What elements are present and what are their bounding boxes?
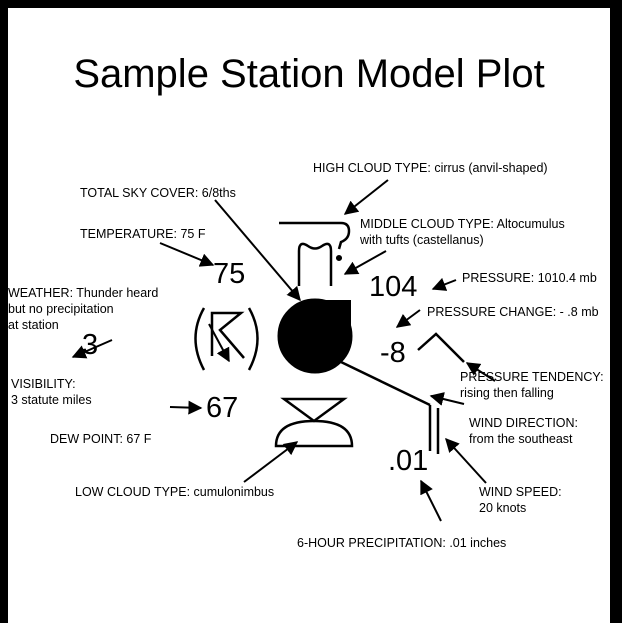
arrow-middle-cloud: [343, 250, 387, 275]
arrow-weather: [208, 323, 230, 363]
label-precip: 6-HOUR PRECIPITATION: .01 inches: [297, 536, 507, 550]
value-dew-point: 67: [206, 392, 239, 424]
pressure-tendency-symbol: [417, 332, 465, 363]
label-weather-1: WEATHER: Thunder heard: [8, 286, 159, 300]
label-dew-point: DEW POINT: 67 F: [50, 432, 152, 446]
value-pressure: 104: [369, 271, 418, 303]
value-precip: .01: [388, 445, 429, 477]
arrow-weather-visibility: [71, 339, 113, 359]
label-visibility-2: 3 statute miles: [11, 393, 92, 407]
label-middle-cloud-2: with tufts (castellanus): [360, 233, 484, 247]
label-high-cloud: HIGH CLOUD TYPE: cirrus (anvil-shaped): [313, 161, 548, 175]
label-weather-3: at station: [8, 318, 59, 332]
wind-barb: [340, 360, 440, 454]
diagram-canvas: Sample Station Model Plot: [8, 8, 610, 623]
label-pressure: PRESSURE: 1010.4 mb: [462, 271, 597, 285]
weather-symbol: [194, 307, 259, 371]
arrow-pressure-tendency: [465, 362, 496, 382]
arrow-wind-speed: [445, 437, 487, 484]
label-temperature: TEMPERATURE: 75 F: [80, 227, 206, 241]
label-total-sky-cover: TOTAL SKY COVER: 6/8ths: [80, 186, 236, 200]
label-weather-2: but no precipitation: [8, 302, 114, 316]
label-pressure-change: PRESSURE CHANGE: - .8 mb: [427, 305, 599, 319]
arrow-low-cloud: [243, 441, 299, 483]
page-title: Sample Station Model Plot: [73, 52, 545, 96]
arrow-dew-point: [169, 400, 203, 415]
arrow-pressure-change: [395, 309, 421, 328]
sky-cover-quadrant: [315, 300, 351, 336]
leader-arrows: [71, 179, 496, 522]
label-visibility-1: VISIBILITY:: [11, 377, 76, 391]
arrow-precip: [420, 479, 442, 522]
middle-cloud-symbol: [297, 242, 333, 286]
value-temperature: 75: [213, 258, 246, 290]
label-low-cloud: LOW CLOUD TYPE: cumulonimbus: [75, 485, 275, 499]
label-wind-speed-2: 20 knots: [479, 501, 527, 515]
label-wind-speed-1: WIND SPEED:: [479, 485, 562, 499]
arrow-sky-cover: [214, 199, 301, 302]
arrow-pressure: [431, 277, 457, 291]
label-pressure-tendency-2: rising then falling: [460, 386, 554, 400]
label-wind-direction-2: from the southeast: [469, 432, 573, 446]
value-visibility: 3: [82, 329, 99, 361]
arrow-wind-direction: [429, 392, 465, 406]
label-pressure-tendency-1: PRESSURE TENDENCY:: [460, 370, 604, 384]
label-wind-direction-1: WIND DIRECTION:: [469, 416, 579, 430]
arrow-temperature: [159, 242, 215, 267]
value-pressure-change: -8: [380, 337, 406, 369]
station-model-graphic: [71, 179, 496, 522]
low-cloud-symbol: [274, 397, 354, 448]
high-cloud-symbol: [279, 221, 351, 262]
arrow-high-cloud: [343, 179, 389, 215]
station-circle: [277, 298, 353, 374]
label-middle-cloud-1: MIDDLE CLOUD TYPE: Altocumulus: [360, 217, 565, 231]
